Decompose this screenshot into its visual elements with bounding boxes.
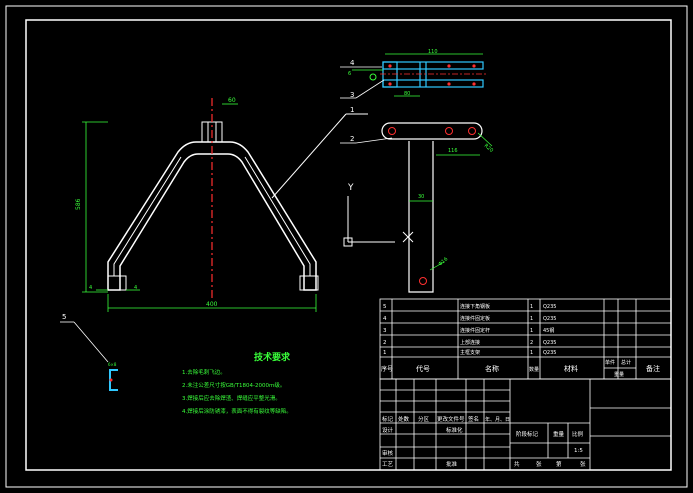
tb-review: 审核 <box>382 449 394 457</box>
right-foot <box>299 275 319 291</box>
bom-h-remark: 备注 <box>646 364 660 373</box>
bom-cell-no: 1 <box>383 350 387 356</box>
upright <box>408 141 434 293</box>
bom-cell-no: 3 <box>383 328 387 334</box>
dim-side-left: 4 <box>89 285 92 291</box>
bom-cell-name: 上部连接 <box>460 339 480 346</box>
main-frame-view[interactable] <box>107 121 319 291</box>
bom-cell-qty: 1 <box>530 316 533 322</box>
bom-h-weight: 重量 <box>614 371 624 378</box>
tb-change-doc: 更改文件号 <box>437 415 465 423</box>
top-detail-holes <box>388 64 476 86</box>
dim-side-right: 4 <box>134 285 137 291</box>
tb-sheet-no: 第 <box>556 460 562 468</box>
bom-cell-no: 2 <box>383 340 387 346</box>
bom-cell-mat: Q235 <box>543 350 556 356</box>
dim-width: 400 <box>206 301 218 308</box>
bom-h-name: 名称 <box>485 364 499 373</box>
tech-req-3: 3.焊接后应去除焊渣、焊缝应平整光滑。 <box>182 394 281 402</box>
ucs-y-label: Y <box>347 183 354 193</box>
frame-inner-lines <box>113 156 311 276</box>
callout-5: 5 <box>62 313 66 321</box>
dim-r: R20 <box>483 143 494 154</box>
bom-h-mat: 材料 <box>564 364 578 373</box>
bom-h-qty: 数量 <box>529 366 539 373</box>
tech-req-title: 技术要求 <box>254 351 291 363</box>
tb-design: 设计 <box>382 426 394 434</box>
bom-cell-mat: Q235 <box>543 316 556 322</box>
ucs-icon <box>343 196 414 247</box>
title-block-grid <box>379 378 672 471</box>
callout-2: 2 <box>350 135 354 143</box>
dim-arm-w: 116 <box>448 148 458 154</box>
bom-cell-no: 5 <box>383 304 387 310</box>
plate-upper <box>382 61 484 70</box>
tb-weight: 重量 <box>553 430 565 438</box>
dim-plate-w: 80 <box>404 91 410 97</box>
bom-cell-mat: Q235 <box>543 304 556 310</box>
link-bar <box>381 122 483 140</box>
tb-process: 工艺 <box>382 461 394 468</box>
bom-cell-qty: 1 <box>530 350 533 356</box>
bom-cell-name: 连接件固定板 <box>460 315 490 322</box>
main-dimensions <box>82 103 317 312</box>
top-detail-dims <box>352 53 483 97</box>
bom-cell-name: 连接下角钢板 <box>460 303 490 310</box>
bom-cell-mat: 45钢 <box>543 327 554 334</box>
top-detail-view[interactable] <box>382 61 484 88</box>
tb-standard: 标准化 <box>446 426 463 434</box>
dim-top-w: 110 <box>428 49 438 55</box>
bom-cell-name: 主框支架 <box>460 349 480 356</box>
tb-zone: 分区 <box>418 415 430 423</box>
side-detail-dims <box>409 132 493 271</box>
tb-scale: 比例 <box>572 430 584 438</box>
tb-date: 年、月、日 <box>485 416 510 423</box>
left-foot <box>107 275 127 291</box>
tech-req-4: 4.焊接后涂防锈漆，表面不得有裂纹等缺陷。 <box>182 407 292 415</box>
bom-cell-qty: 2 <box>530 340 533 346</box>
bom-cell-qty: 1 <box>530 304 533 310</box>
bom-h-unit: 单件 <box>605 359 615 366</box>
dim-small-a: 6 <box>348 71 351 77</box>
plate-lower <box>382 79 484 88</box>
tb-scale-value: 1:5 <box>574 448 583 454</box>
link-holes <box>388 127 476 285</box>
bom-h-no: 序号 <box>381 365 393 373</box>
tb-approve: 批准 <box>446 460 458 468</box>
tb-sign: 签名 <box>468 415 479 423</box>
bom-cell-no: 4 <box>383 316 387 322</box>
tb-sheets-unit: 张 <box>536 460 542 468</box>
tb-count: 处数 <box>398 415 410 423</box>
bracket-left <box>382 61 398 88</box>
tb-sheet-unit: 张 <box>580 460 586 468</box>
dim-top-small: 60 <box>228 97 236 104</box>
dim-sect: 6×8 <box>108 362 117 367</box>
tech-req-1: 1.去除毛刺飞边。 <box>182 368 226 376</box>
tb-stage: 阶段标记 <box>516 430 539 438</box>
bom-h-code: 代号 <box>416 364 430 373</box>
side-detail-view[interactable] <box>381 122 483 293</box>
bom-cell-qty: 1 <box>530 328 533 334</box>
bom-cell-name: 连接件固定杆 <box>460 327 490 334</box>
callout-4: 4 <box>350 59 355 67</box>
inner-frame <box>25 19 672 471</box>
dim-side-w: 30 <box>418 194 424 200</box>
tb-sheets-total: 共 <box>514 460 520 468</box>
bom-cell-mat: Q235 <box>543 340 556 346</box>
callout-1: 1 <box>350 106 354 114</box>
callout-3: 3 <box>350 91 354 99</box>
dim-height: 586 <box>75 198 82 210</box>
tech-req-2: 2.未注公差尺寸按GB/T1804-2000m级。 <box>182 381 285 389</box>
dim-phi: Φ16 <box>437 256 449 267</box>
tb-mark: 标记 <box>382 415 394 423</box>
leader-1 <box>271 113 347 199</box>
outer-frame <box>5 5 688 488</box>
bom-h-total: 总计 <box>621 359 631 366</box>
bom-grid <box>379 298 672 380</box>
